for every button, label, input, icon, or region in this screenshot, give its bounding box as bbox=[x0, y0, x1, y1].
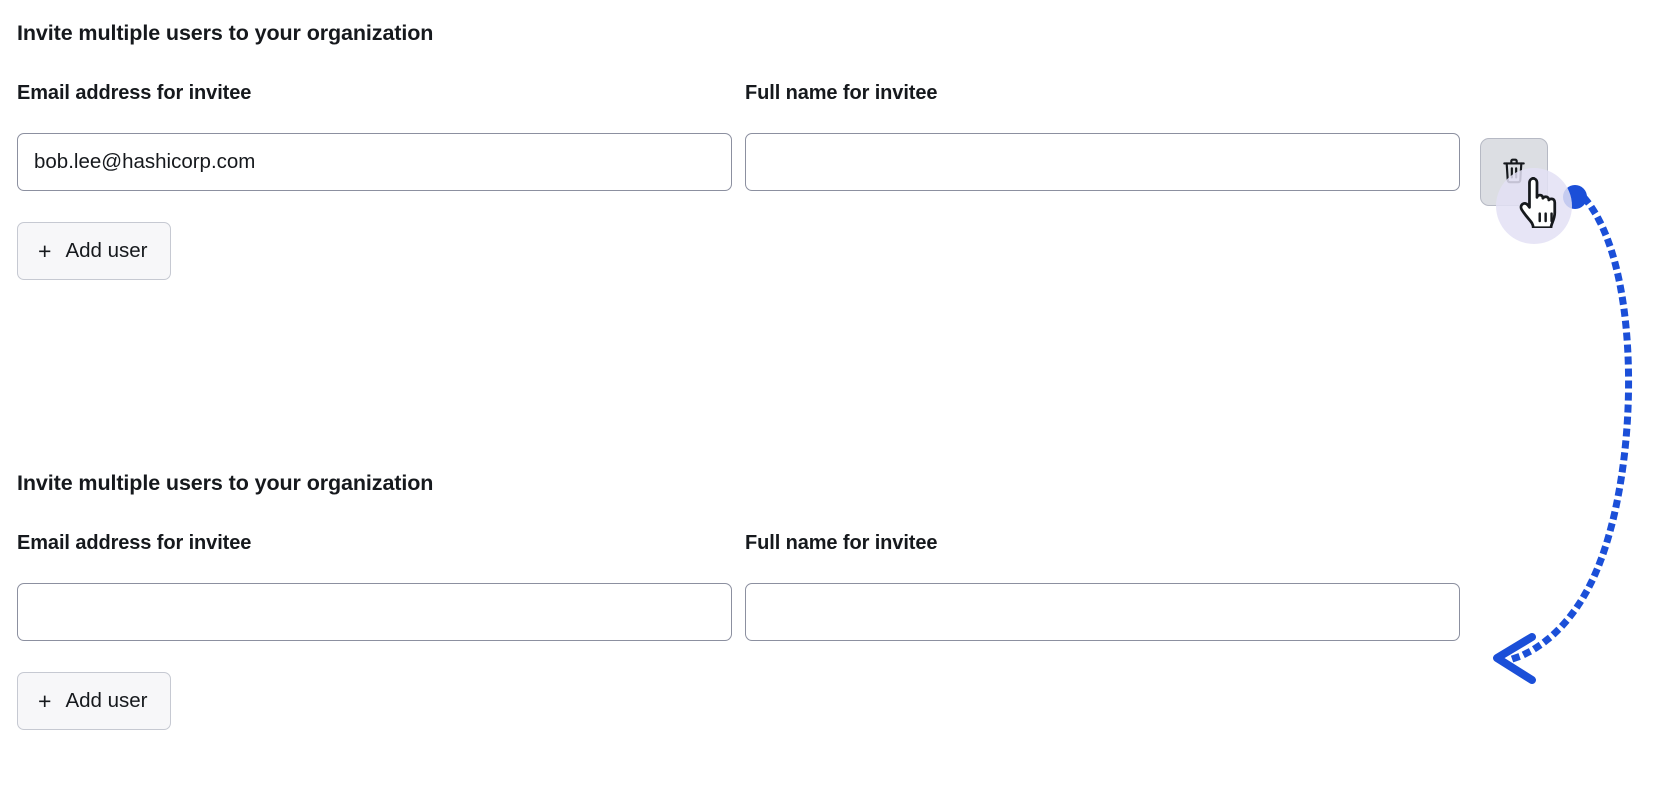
add-user-button[interactable]: + Add user bbox=[17, 222, 171, 280]
email-input-second[interactable] bbox=[17, 583, 732, 641]
email-field-label: Email address for invitee bbox=[17, 82, 252, 104]
plus-icon-second: + bbox=[38, 687, 52, 714]
invite-form-section-before: Invite multiple users to your organizati… bbox=[17, 21, 1548, 280]
fullname-field-label-second: Full name for invitee bbox=[745, 532, 938, 554]
add-user-button-second[interactable]: + Add user bbox=[17, 672, 171, 730]
fullname-input-second[interactable] bbox=[745, 583, 1460, 641]
email-input[interactable] bbox=[17, 133, 732, 191]
add-user-button-label-second: Add user bbox=[65, 689, 148, 712]
fullname-input[interactable] bbox=[745, 133, 1460, 191]
page-title-second: Invite multiple users to your organizati… bbox=[17, 471, 434, 495]
delete-row-button[interactable] bbox=[1480, 138, 1548, 206]
email-field-label-second: Email address for invitee bbox=[17, 532, 252, 554]
page-title: Invite multiple users to your organizati… bbox=[17, 21, 434, 45]
plus-icon: + bbox=[38, 237, 52, 264]
fullname-field-label: Full name for invitee bbox=[745, 82, 938, 104]
add-user-button-label: Add user bbox=[65, 239, 148, 262]
trash-icon bbox=[1501, 157, 1527, 188]
invite-form-section-after: Invite multiple users to your organizati… bbox=[0, 450, 1672, 800]
